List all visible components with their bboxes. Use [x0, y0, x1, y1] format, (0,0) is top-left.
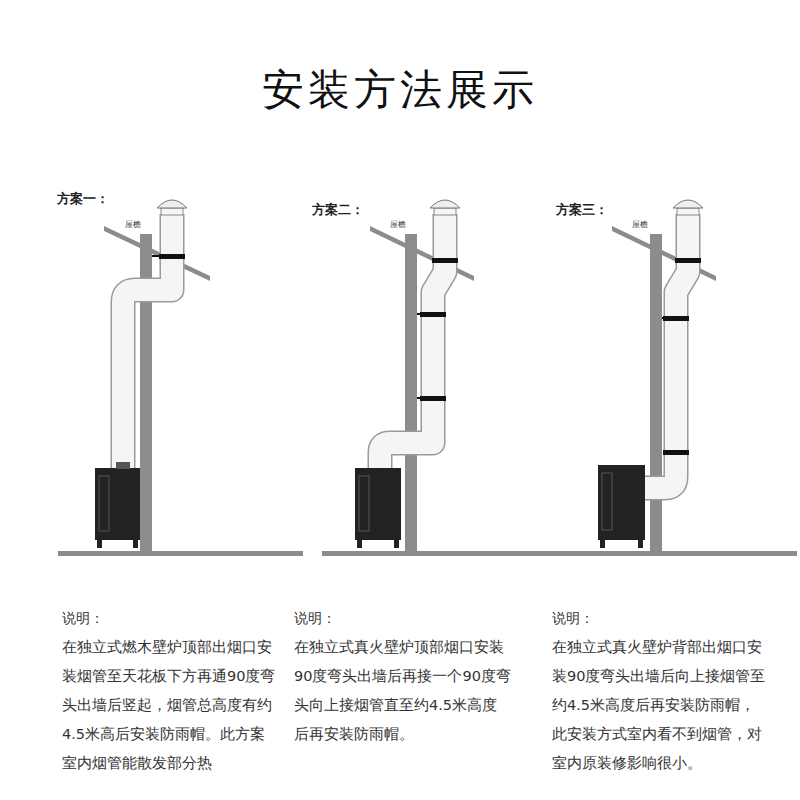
- eave-label: 屋檐: [124, 219, 142, 230]
- scheme-heading: 方案一：: [57, 190, 109, 208]
- note-text: 在独立式真火壁炉背部出烟口安装90度弯头出墙后向上接烟管至约4.5米高度后再安装…: [552, 633, 770, 778]
- page-title: 安装方法展示: [0, 62, 800, 118]
- note-text: 在独立式燃木壁炉顶部出烟口安装烟管至天花板下方再通90度弯头出墙后竖起，烟管总高…: [62, 633, 280, 778]
- scheme-three-drawing: [565, 200, 797, 556]
- note-heading: 说明：: [294, 610, 336, 628]
- scheme-heading: 方案三：: [556, 201, 608, 219]
- scheme-one-drawing: [58, 200, 303, 556]
- note-heading: 说明：: [62, 610, 104, 628]
- note-heading: 说明：: [552, 610, 594, 628]
- eave-label: 屋檐: [389, 219, 407, 230]
- note-text: 在独立式真火壁炉顶部烟口安装90度弯头出墙后再接一个90度弯头向上接烟管直至约4…: [294, 633, 512, 749]
- scheme-two-drawing: [322, 200, 567, 556]
- eave-label: 屋檐: [631, 219, 649, 230]
- scheme-heading: 方案二：: [312, 201, 364, 219]
